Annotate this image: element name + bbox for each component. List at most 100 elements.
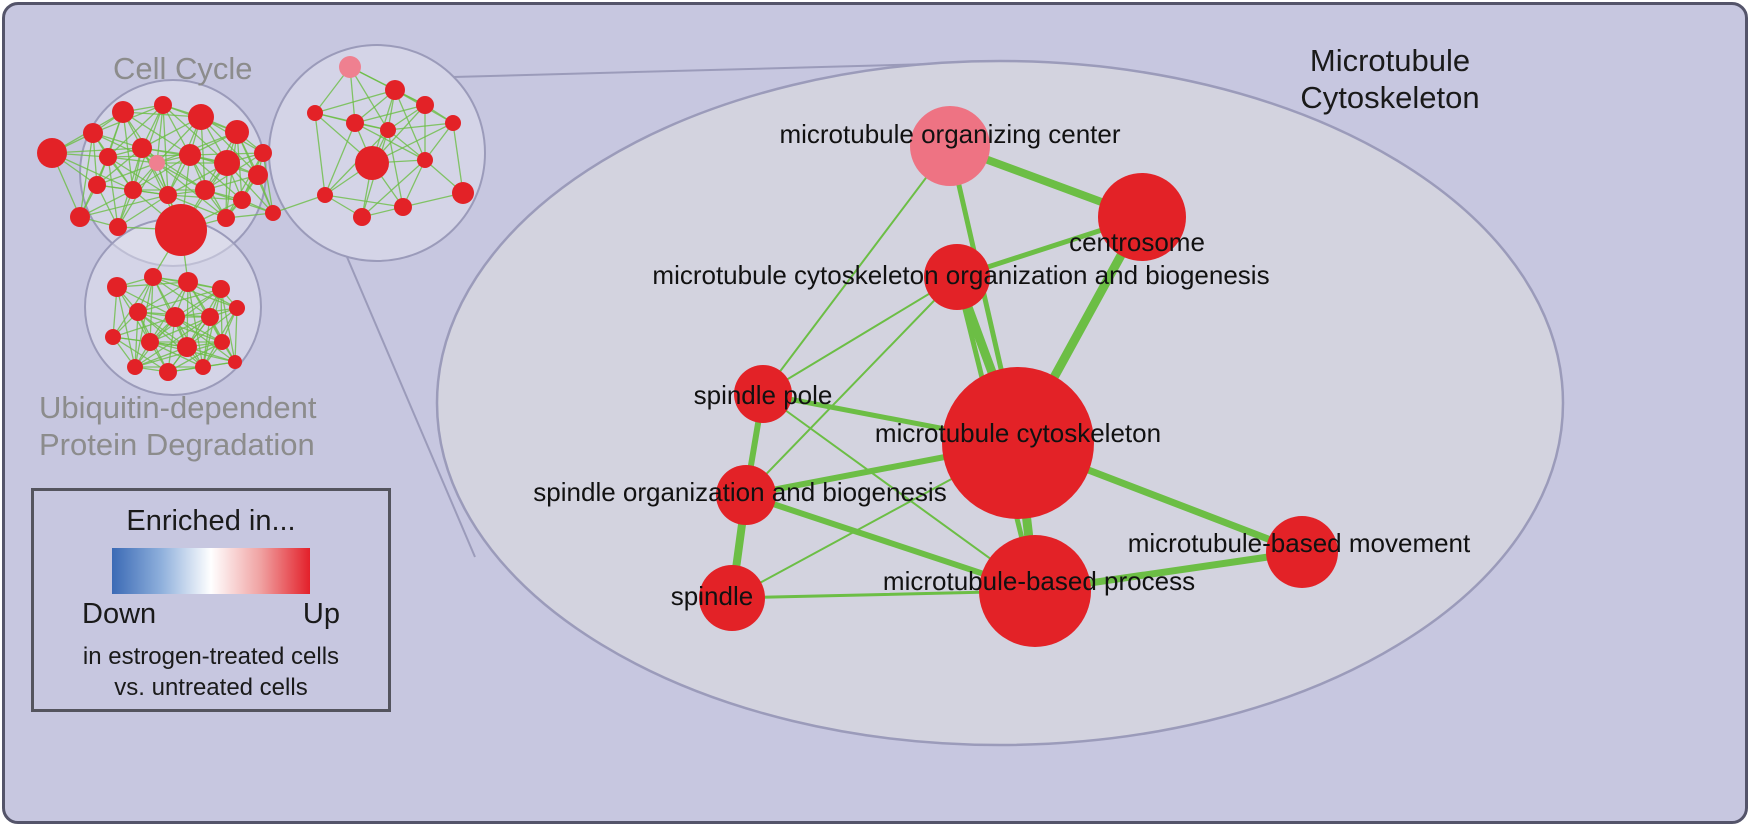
mini-node [99,148,117,166]
node-label-spindle_org: spindle organization and biogenesis [533,477,946,507]
node-label-mtoc: microtubule organizing center [779,119,1120,149]
node-mtoc[interactable] [910,106,990,186]
mini-edge [134,311,139,368]
microtubule-label-line2: Cytoskeleton [1300,79,1480,115]
node-label-centrosome: centrosome [1069,227,1205,257]
mini-node [195,180,215,200]
mini-node [355,146,389,180]
mini-edge [116,286,176,318]
mini-node [109,218,127,236]
legend-subtitle-line1: in estrogen-treated cells [82,643,340,670]
mini-edge [107,104,164,158]
node-label-mt_cyto: microtubule cytoskeleton [875,418,1161,448]
mini-node [177,337,197,357]
ubiquitin-cluster-label: Ubiquitin-dependent Protein Degradation [39,390,317,463]
mini-node [217,209,235,227]
mini-edge [96,162,158,186]
mini-edge [314,89,396,114]
mini-node [112,101,134,123]
mini-node [233,191,251,209]
mini-edge [186,307,238,348]
node-spindle[interactable] [699,565,765,631]
mini-node [159,186,177,204]
mini-node [127,359,143,375]
legend-subtitle: in estrogen-treated cells vs. untreated … [83,641,339,703]
legend-title: Enriched in... [126,505,296,537]
mini-edge [134,341,223,368]
legend-gradient-bar [112,548,310,594]
mini-edge [162,104,228,164]
mini-node [144,268,162,286]
mini-node [155,204,207,256]
node-label-spindle_pole: spindle pole [694,380,833,410]
microtubule-cytoskeleton-cluster-label: Microtubule Cytoskeleton [1260,43,1520,116]
mini-node [88,176,106,194]
mini-node [214,150,240,176]
node-centrosome[interactable] [1098,173,1186,261]
mini-edge [174,316,236,363]
node-mt_cyto[interactable] [942,367,1094,519]
mini-node [346,114,364,132]
mini-node [188,104,214,130]
mini-node [339,56,361,78]
mini-node [105,329,121,345]
legend-updown-row: Down Up [82,598,340,631]
mini-node [212,280,230,298]
mini-node [159,363,177,381]
mini-node [254,144,272,162]
mini-edge [152,276,211,318]
mini-node [317,187,333,203]
node-spindle_org[interactable] [716,465,776,525]
mini-node [385,80,405,100]
mini-node [70,207,90,227]
mini-edge [134,276,154,368]
legend-up-label: Up [302,598,340,630]
mini-node [179,144,201,166]
mini-edge [324,122,356,196]
mini-node [107,277,127,297]
node-mt_org[interactable] [924,244,990,310]
node-label-mt_org: microtubule cytoskeleton organization an… [652,260,1269,290]
mini-node [225,120,249,144]
enrichment-legend: Enriched in... Down Up in estrogen-treat… [31,488,391,712]
mini-node [417,152,433,168]
mini-node [201,308,219,326]
microtubule-label-line1: Microtubule [1309,43,1471,78]
mini-edge [324,194,404,208]
mini-node [154,96,172,114]
node-label-spindle: spindle [671,581,753,611]
mini-edge [167,194,227,219]
mini-node [229,300,245,316]
mini-edge [112,336,169,373]
mini-edge [262,152,274,214]
ubiquitin-label-line2: Protein Degradation [39,426,315,462]
mini-edge [314,112,326,196]
node-spindle_pole[interactable] [734,365,792,423]
legend-subtitle-line2: vs. untreated cells [114,674,308,702]
mini-edge [112,316,176,338]
mini-edge [122,111,191,156]
mini-edge [354,104,426,124]
mini-node [37,138,67,168]
mini-edge [141,147,206,191]
mini-edge [107,156,119,228]
mini-node [129,303,147,321]
mini-node [178,272,198,292]
mini-edge [387,122,454,131]
mini-edge [137,288,222,313]
mini-node [353,208,371,226]
mini-node [380,122,396,138]
mini-edge [220,288,236,363]
mini-edge [156,104,164,164]
node-mt_proc[interactable] [979,535,1091,647]
node-mt_move[interactable] [1266,516,1338,588]
node-label-mt_proc: microtubule-based process [883,566,1195,596]
cell-cycle-cluster-label: Cell Cycle [113,51,253,86]
enrichment-network-svg: microtubule organizing centercentrosomem… [37,44,1565,747]
mini-node [452,182,474,204]
mini-node [141,333,159,351]
mini-edge [149,316,211,343]
mini-edge [452,122,464,194]
mini-edge [272,194,326,214]
